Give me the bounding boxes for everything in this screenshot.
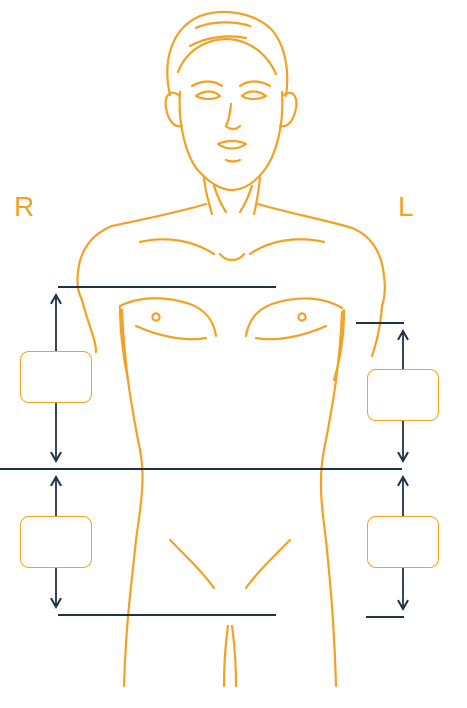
- left-clavicle: [248, 238, 326, 256]
- right-lower-measurement-box[interactable]: [20, 516, 92, 568]
- neck-left: [252, 176, 262, 216]
- left-torso-side: [319, 310, 344, 688]
- left-pec-lower: [254, 324, 328, 341]
- hair-strand: [194, 21, 252, 30]
- left-groin-line: [244, 538, 292, 590]
- left-nipple: [297, 312, 307, 322]
- left-side-label: L: [398, 191, 414, 222]
- right-side-label: R: [14, 191, 35, 222]
- left-ear: [278, 91, 298, 128]
- neck-muscle: [238, 184, 254, 214]
- neck-muscle: [212, 184, 228, 214]
- right-shoulder: [76, 202, 208, 302]
- chin-line: [224, 158, 242, 163]
- inner-leg-left: [230, 624, 238, 688]
- right-groin-line: [168, 538, 216, 590]
- right-eye: [194, 90, 222, 101]
- right-eyebrow: [190, 80, 224, 88]
- neck-right: [202, 176, 214, 216]
- right-ear: [164, 91, 184, 128]
- left-eyebrow: [238, 80, 272, 88]
- left-eye: [240, 90, 268, 101]
- nose: [224, 102, 242, 131]
- left-shoulder: [256, 202, 386, 308]
- right-pec-lower: [134, 324, 208, 341]
- left-arm-outer: [370, 304, 384, 358]
- right-nipple: [151, 312, 161, 322]
- measurement-lines: [0, 286, 404, 618]
- hair-fringe: [176, 38, 278, 76]
- hair-outline: [166, 10, 289, 98]
- left-pectoral: [244, 297, 344, 338]
- sternum-notch: [218, 252, 246, 262]
- right-arm-outer: [80, 298, 98, 354]
- face-outline: [178, 90, 284, 192]
- right-torso-side: [120, 308, 144, 688]
- left-upper-measurement-box[interactable]: [367, 369, 439, 421]
- right-pectoral: [118, 297, 218, 338]
- inner-leg-right: [222, 624, 230, 688]
- measurement-arrows: [50, 292, 409, 612]
- human-figure-outline: [76, 10, 386, 688]
- mouth: [216, 139, 248, 150]
- right-clavicle: [138, 238, 216, 256]
- left-lower-measurement-box[interactable]: [367, 516, 439, 568]
- right-upper-measurement-box[interactable]: [20, 351, 92, 403]
- hair-strand: [188, 35, 248, 48]
